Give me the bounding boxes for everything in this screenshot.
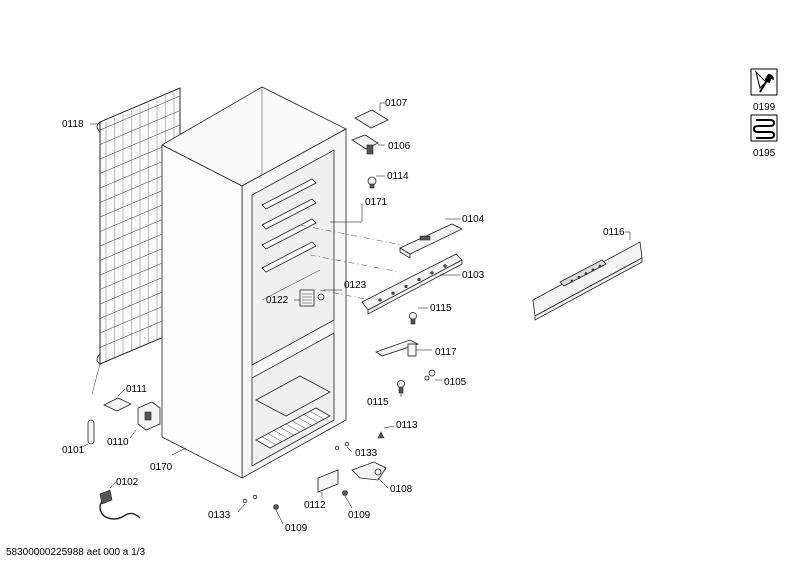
part-0117-hinge-bracket[interactable] xyxy=(375,339,432,357)
part-0105-washer[interactable] xyxy=(424,369,442,381)
label-0195: 0195 xyxy=(753,148,776,159)
part-0109-screw-b[interactable] xyxy=(273,504,284,525)
part-0115-screw-top[interactable] xyxy=(409,307,429,325)
fridge-cabinet[interactable] xyxy=(161,86,347,479)
label-0133-b: 0133 xyxy=(208,510,231,521)
part-0103-thermostat-housing[interactable] xyxy=(361,253,463,315)
label-0117: 0117 xyxy=(435,347,457,358)
label-0112: 0112 xyxy=(304,500,326,511)
label-0110: 0110 xyxy=(107,437,129,448)
part-0112-bracket[interactable] xyxy=(317,469,339,498)
coil-icon[interactable] xyxy=(750,114,778,142)
part-0104-control-module[interactable] xyxy=(399,218,463,259)
part-0101-cable-clip[interactable] xyxy=(79,419,95,449)
part-0114-bulb[interactable] xyxy=(367,175,385,189)
label-0105: 0105 xyxy=(444,377,467,388)
label-0103: 0103 xyxy=(462,270,485,281)
part-0116-control-panel[interactable] xyxy=(532,232,643,321)
label-0113: 0113 xyxy=(396,420,418,431)
part-0109-screw-a[interactable] xyxy=(342,490,353,509)
document-code: 58300000225988 aet 000 a 1/3 xyxy=(6,547,146,558)
part-0106-lamp-holder[interactable] xyxy=(351,134,385,155)
label-0109-a: 0109 xyxy=(348,510,371,521)
label-0107: 0107 xyxy=(385,98,408,109)
part-0110-relay[interactable] xyxy=(129,401,161,439)
label-0199: 0199 xyxy=(753,102,776,113)
label-0118: 0118 xyxy=(62,119,84,130)
label-0133-a: 0133 xyxy=(355,448,378,459)
label-0114: 0114 xyxy=(387,171,409,182)
label-0115-top: 0115 xyxy=(430,303,452,314)
part-0107-cover[interactable] xyxy=(354,102,389,129)
label-0115-lower: 0115 xyxy=(367,397,389,408)
label-0106: 0106 xyxy=(388,141,411,152)
label-0170: 0170 xyxy=(150,462,173,473)
label-0101: 0101 xyxy=(62,445,85,456)
label-0104: 0104 xyxy=(462,214,485,225)
label-0123: 0123 xyxy=(344,280,367,291)
part-0122-sensor[interactable] xyxy=(294,289,315,307)
part-0123-connector[interactable] xyxy=(317,289,342,301)
label-0116: 0116 xyxy=(603,227,625,238)
label-0111: 0111 xyxy=(126,384,147,395)
label-0109-b: 0109 xyxy=(285,523,308,534)
part-0133-spacer-a[interactable] xyxy=(334,441,353,453)
label-0102: 0102 xyxy=(116,477,139,488)
part-0115-screw-lower[interactable] xyxy=(397,380,405,398)
part-0111-cover[interactable] xyxy=(103,388,132,412)
assembly-guide-lines xyxy=(299,224,403,301)
part-0133-spacer-b[interactable] xyxy=(237,494,258,513)
label-0171: 0171 xyxy=(365,197,388,208)
label-0122: 0122 xyxy=(266,295,289,306)
part-0108-bottom-hinge[interactable] xyxy=(351,461,389,489)
wrench-icon[interactable] xyxy=(750,68,778,96)
part-0113-foot[interactable] xyxy=(377,425,395,439)
part-0102-power-cord[interactable] xyxy=(99,481,141,520)
label-0108: 0108 xyxy=(390,484,413,495)
leader-0170 xyxy=(171,447,187,456)
